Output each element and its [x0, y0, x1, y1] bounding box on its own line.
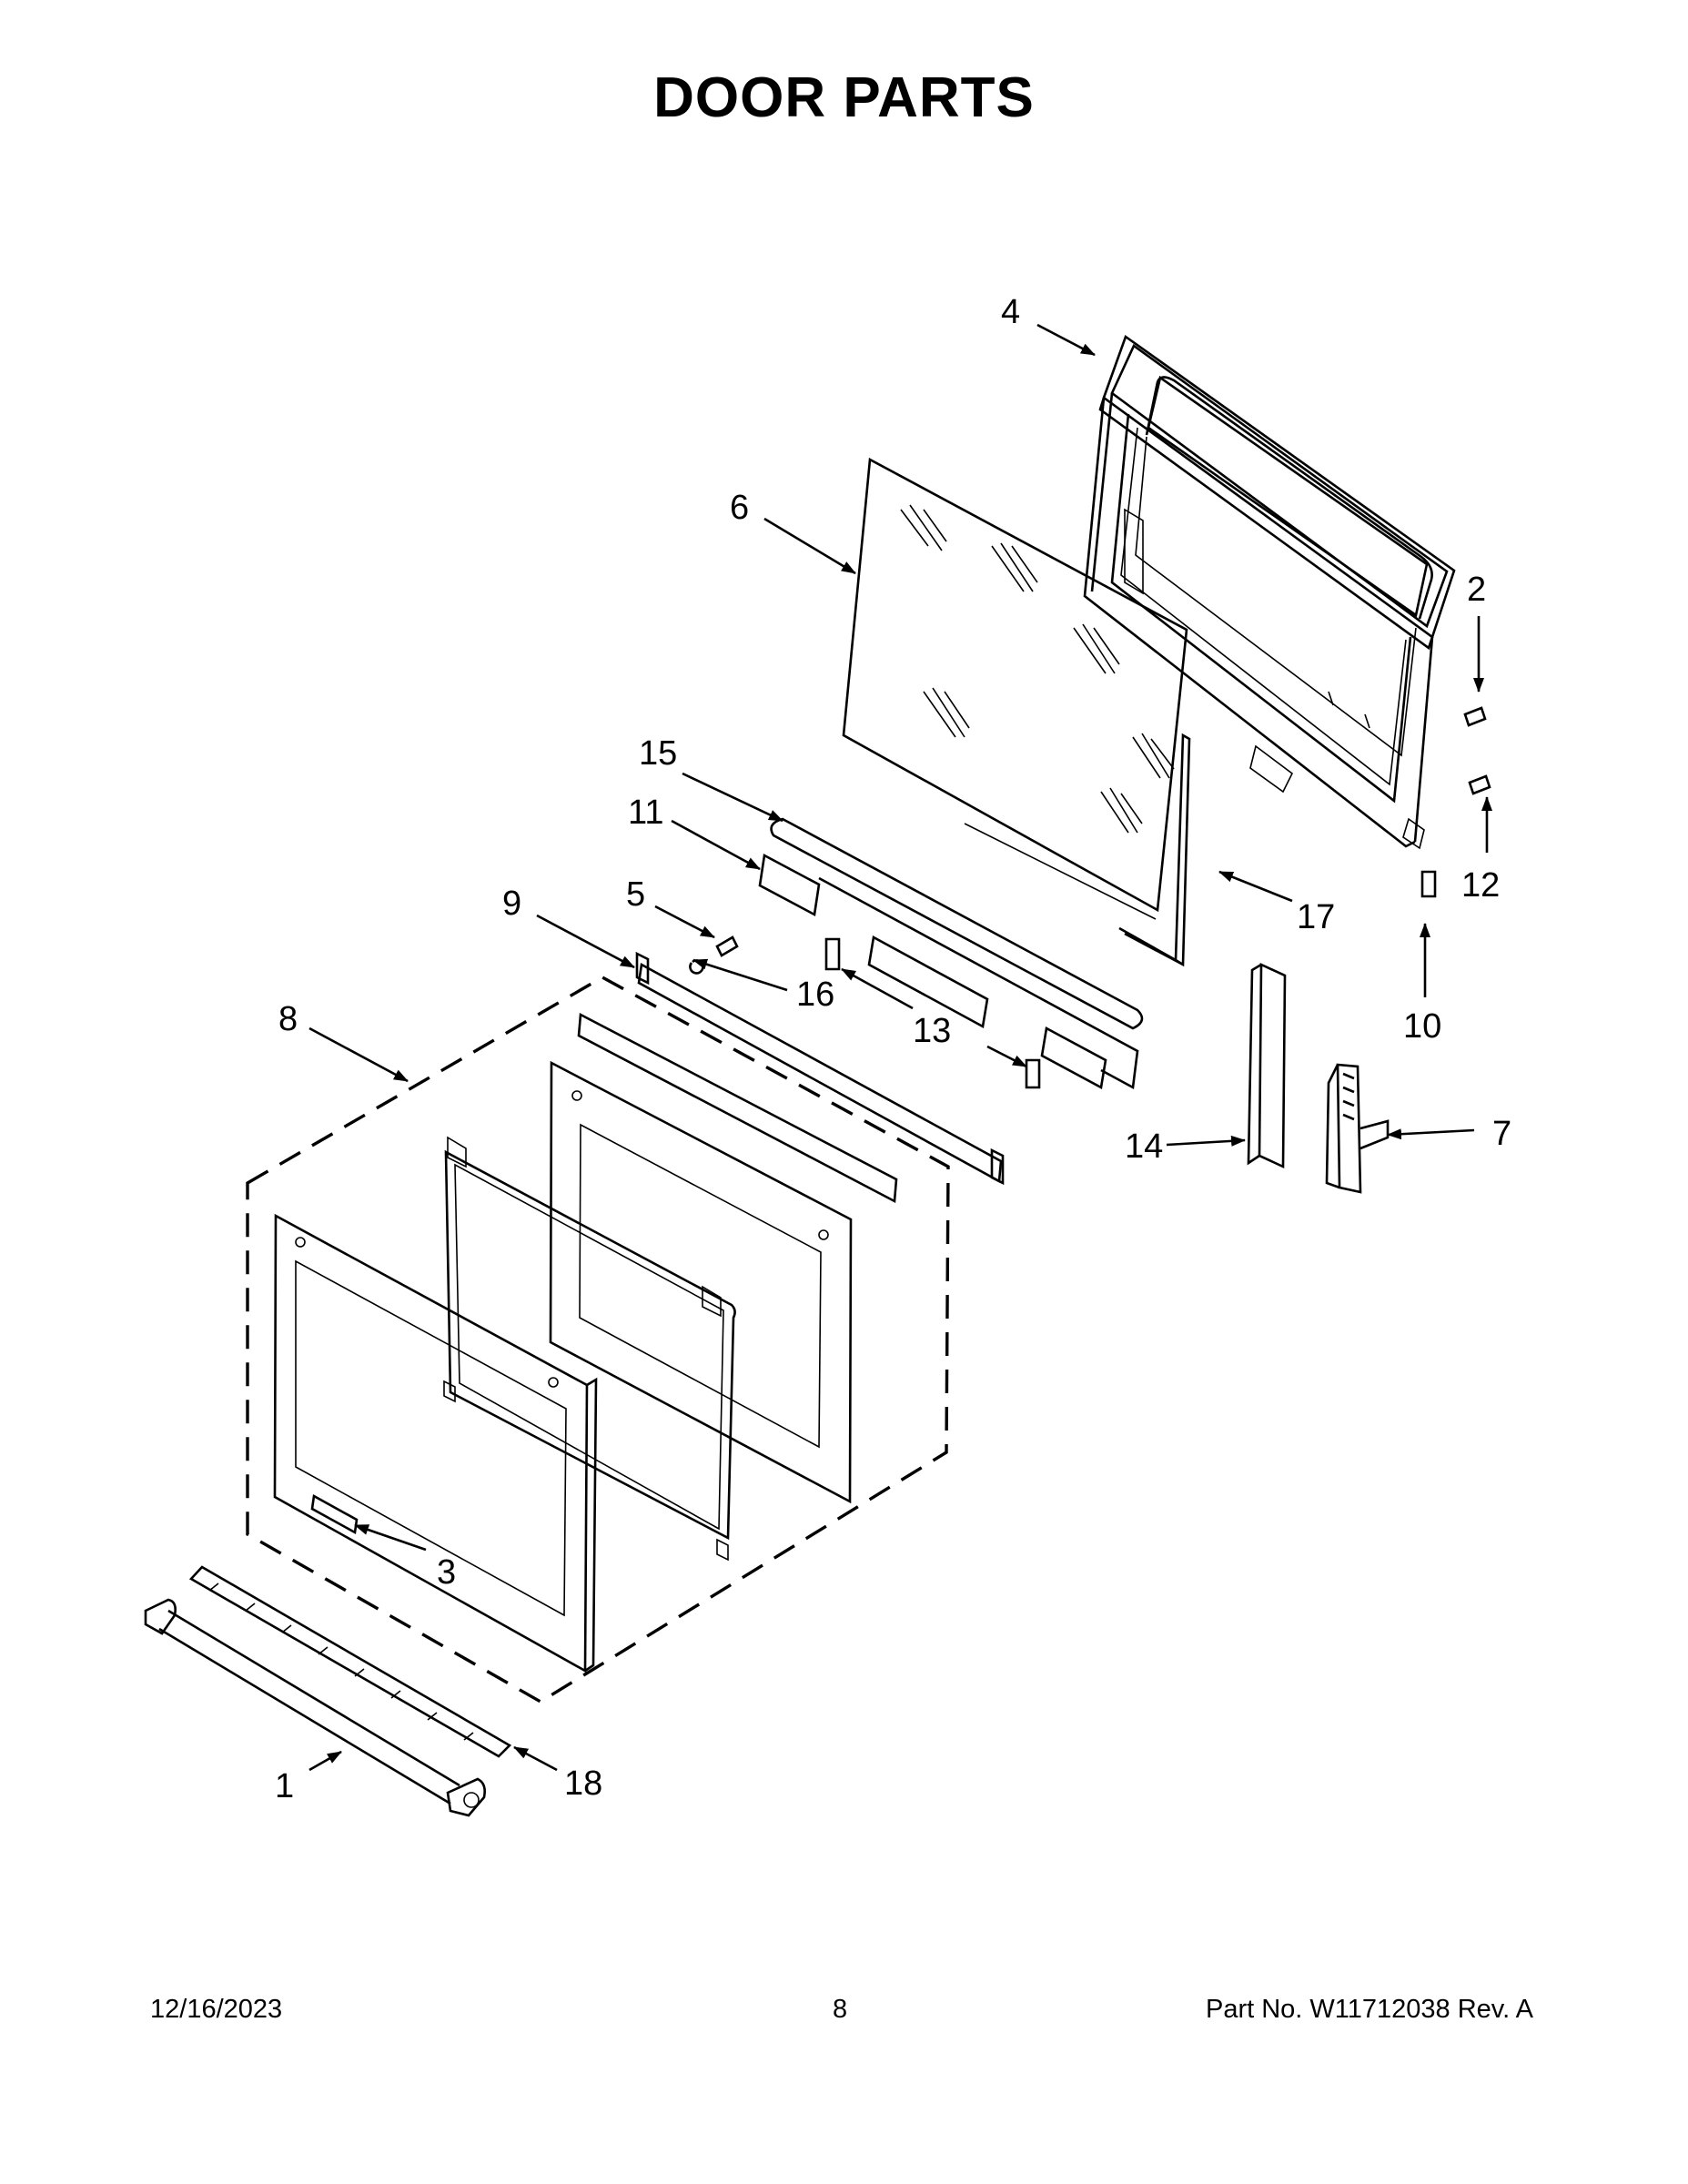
footer-part-number: Part No. W11712038 Rev. A — [1205, 1995, 1533, 2024]
inner-glass-panel — [549, 1060, 853, 1504]
callout-12: 12 — [1461, 866, 1500, 905]
callout-17: 17 — [1297, 898, 1335, 936]
vent-brackets — [758, 853, 1139, 1090]
door-handle — [144, 1598, 486, 1817]
callout-2: 2 — [1467, 571, 1486, 609]
hinge-bar — [635, 951, 1005, 1186]
door-hinge — [1325, 1063, 1390, 1194]
window-pack — [443, 1136, 736, 1562]
callout-1: 1 — [275, 1767, 294, 1805]
side-trim — [1247, 962, 1287, 1169]
callout-15: 15 — [639, 734, 677, 773]
callout-13: 13 — [913, 1012, 951, 1050]
callout-3: 3 — [437, 1553, 456, 1592]
callout-arrows — [308, 323, 1492, 1772]
inner-door-frame — [1083, 334, 1456, 850]
door-trim — [770, 817, 1144, 1030]
callout-10: 10 — [1403, 1007, 1441, 1046]
handle-bracket — [188, 1565, 512, 1758]
glass-retainer — [1118, 733, 1191, 967]
gasket-strip — [577, 1012, 898, 1204]
callout-14: 14 — [1125, 1127, 1163, 1166]
footer-date: 12/16/2023 — [150, 1995, 283, 2024]
callout-labels: 1 2 3 4 5 6 7 8 9 10 11 12 13 14 15 16 1… — [275, 293, 1511, 1805]
callout-7: 7 — [1492, 1115, 1511, 1153]
callout-4: 4 — [1001, 293, 1020, 331]
screws — [689, 706, 1491, 1089]
callout-11: 11 — [628, 794, 663, 832]
page-title: DOOR PARTS — [653, 66, 1035, 129]
inner-door-assembly-outline — [246, 976, 950, 1704]
glass-panel — [842, 457, 1188, 920]
callout-16: 16 — [796, 976, 834, 1014]
footer-page-number: 8 — [833, 1995, 848, 2024]
callout-18: 18 — [564, 1764, 602, 1803]
callout-6: 6 — [730, 489, 749, 527]
callout-5: 5 — [626, 875, 645, 914]
callout-9: 9 — [502, 885, 521, 923]
callout-8: 8 — [278, 1000, 298, 1038]
